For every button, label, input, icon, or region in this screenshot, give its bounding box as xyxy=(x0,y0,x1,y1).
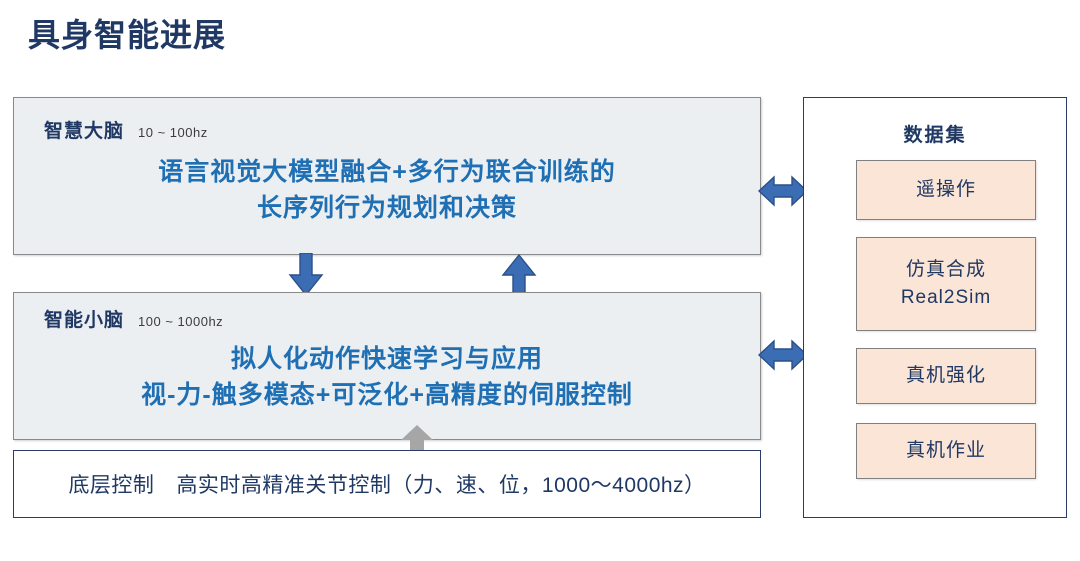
low-level-control-label: 底层控制 xyxy=(68,474,155,497)
smart-brain-rate: 10 ~ 100hz xyxy=(138,125,208,140)
dataset-panel-title: 数据集 xyxy=(903,125,967,146)
smart-cerebellum-header: 智能小脑 100 ~ 1000hz xyxy=(44,305,223,332)
smart-cerebellum-panel[interactable]: 智能小脑 100 ~ 1000hz 拟人化动作快速学习与应用 视-力-触多模态+… xyxy=(13,292,761,440)
page-title: 具身智能进展 xyxy=(28,17,227,53)
smart-brain-description: 语言视觉大模型融合+多行为联合训练的 长序列行为规划和决策 xyxy=(14,154,760,227)
dataset-item-real-robot-rl-label: 真机强化 xyxy=(905,365,986,387)
dataset-item-simulation-label-2: Real2Sim xyxy=(900,287,992,308)
dataset-item-teleoperation[interactable]: 遥操作 xyxy=(856,160,1036,220)
low-level-control-text: 底层控制高实时高精准关节控制（力、速、位，1000～4000hz） xyxy=(14,469,760,499)
smart-cerebellum-rate: 100 ~ 1000hz xyxy=(138,314,224,329)
dataset-item-simulation-label-1: 仿真合成 xyxy=(905,259,986,281)
dataset-item-teleoperation-label: 遥操作 xyxy=(915,179,976,201)
smart-brain-label: 智慧大脑 xyxy=(44,121,125,142)
dataset-item-real-robot-rl[interactable]: 真机强化 xyxy=(856,348,1036,404)
smart-cerebellum-label: 智能小脑 xyxy=(44,310,125,331)
double-arrow-horizontal-top xyxy=(758,175,808,207)
down-arrow-to-cerebellum xyxy=(288,253,324,297)
double-arrow-horizontal-bottom xyxy=(758,339,808,371)
smart-brain-line-1: 语言视觉大模型融合+多行为联合训练的 xyxy=(158,158,616,186)
up-arrow-to-brain xyxy=(501,253,537,296)
smart-brain-line-2: 长序列行为规划和决策 xyxy=(256,194,517,223)
low-level-control-detail: 高实时高精准关节控制（力、速、位，1000～4000hz） xyxy=(176,474,706,497)
up-arrow-gray-from-control xyxy=(401,425,433,455)
smart-cerebellum-description: 拟人化动作快速学习与应用 视-力-触多模态+可泛化+高精度的伺服控制 xyxy=(14,341,760,414)
dataset-item-real-robot-task-label: 真机作业 xyxy=(905,440,986,462)
dataset-panel[interactable]: 数据集 遥操作 仿真合成 Real2Sim 真机强化 真机作业 xyxy=(803,97,1067,518)
low-level-control-panel[interactable]: 底层控制高实时高精准关节控制（力、速、位，1000～4000hz） xyxy=(13,450,761,518)
smart-cerebellum-line-2: 视-力-触多模态+可泛化+高精度的伺服控制 xyxy=(141,381,633,410)
smart-cerebellum-line-1: 拟人化动作快速学习与应用 xyxy=(230,345,543,373)
smart-brain-panel[interactable]: 智慧大脑 10 ~ 100hz 语言视觉大模型融合+多行为联合训练的 长序列行为… xyxy=(13,97,761,255)
smart-brain-header: 智慧大脑 10 ~ 100hz xyxy=(44,116,208,143)
dataset-item-real-robot-task[interactable]: 真机作业 xyxy=(856,423,1036,479)
dataset-item-simulation[interactable]: 仿真合成 Real2Sim xyxy=(856,237,1036,331)
